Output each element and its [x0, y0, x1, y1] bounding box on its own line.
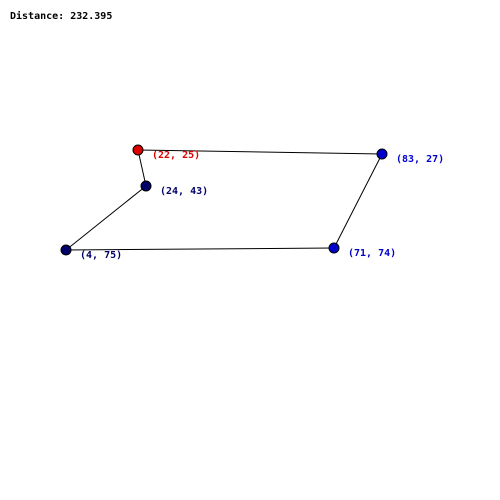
edge-p1-p2: [137, 149, 383, 155]
edge-p4-p5: [65, 185, 147, 251]
start-point-marker[interactable]: [132, 144, 144, 156]
labels-group: (22, 25) (83, 27) (71, 74) (4, 75) (24, 43): [80, 150, 444, 261]
edge-p3-p4: [65, 247, 335, 251]
point-marker-p4[interactable]: [60, 244, 72, 256]
edge-p2-p3: [333, 153, 383, 249]
edges-group: [65, 149, 383, 251]
nodes-group: [60, 144, 388, 256]
distance-readout: Distance: 232.395: [10, 11, 113, 22]
point-label-p5: (24, 43): [160, 186, 208, 197]
point-label-p1: (22, 25): [152, 150, 200, 161]
point-marker-p2[interactable]: [376, 148, 388, 160]
point-label-p4: (4, 75): [80, 250, 122, 261]
edge-p5-p1: [137, 149, 147, 187]
point-label-p3: (71, 74): [348, 248, 396, 259]
point-label-p2: (83, 27): [396, 154, 444, 165]
point-marker-p5[interactable]: [140, 180, 152, 192]
point-marker-p3[interactable]: [328, 242, 340, 254]
